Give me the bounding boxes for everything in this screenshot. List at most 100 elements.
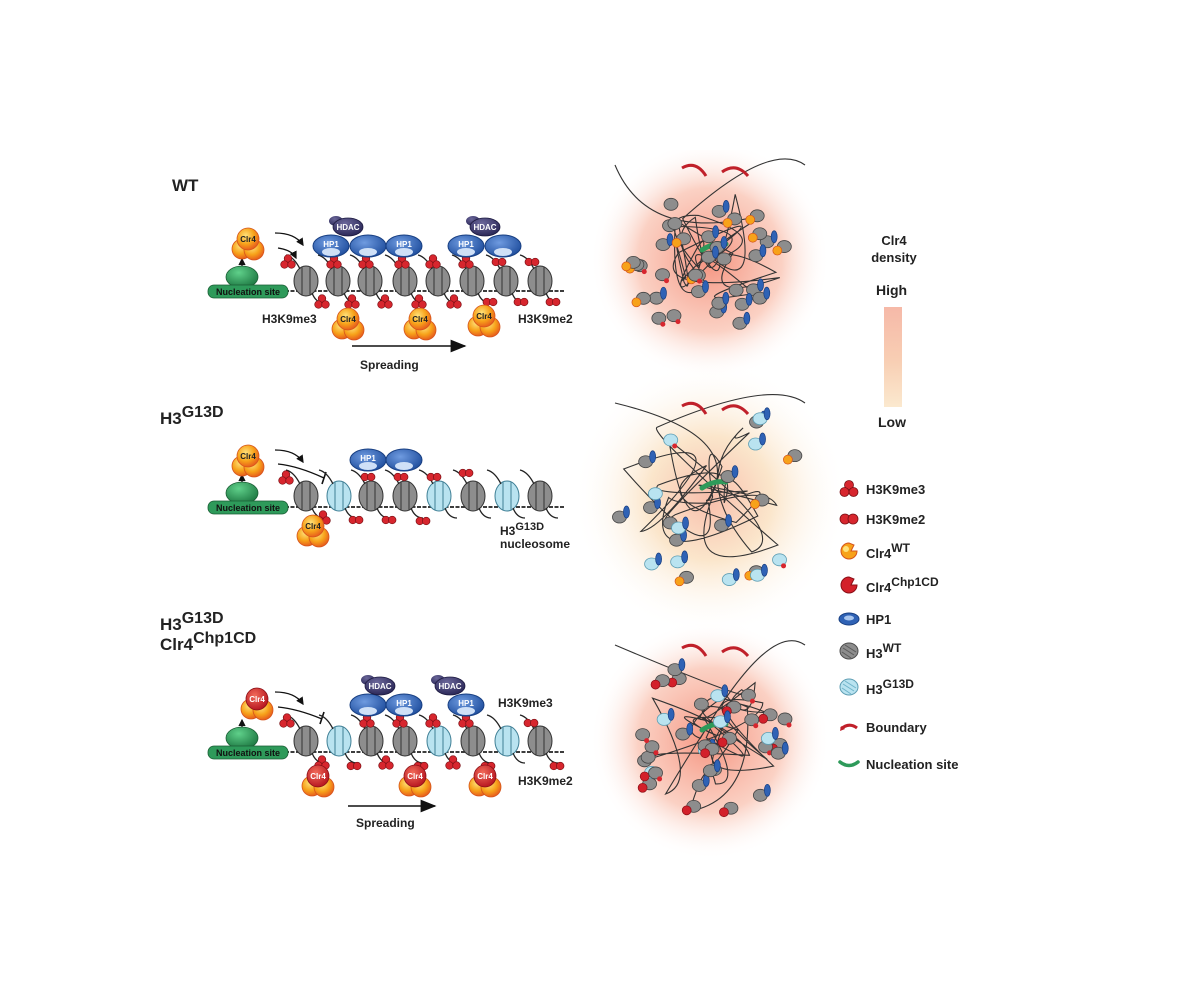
h3-wt-nucleosome [651, 311, 667, 325]
hdac-label: HDAC [438, 682, 461, 691]
hp1 [722, 291, 730, 305]
legend-item-clr4-wt: Clr4WT [838, 540, 910, 562]
h3-wt-nucleosome [688, 268, 703, 282]
h3k9me3-mark [378, 755, 394, 770]
legend-item-hp1: HP1 [838, 608, 891, 630]
hp1 [623, 505, 630, 519]
h3-wt-nucleosome [519, 469, 559, 519]
boundary-icon [840, 723, 858, 731]
h3k9me2-mark [523, 718, 539, 728]
panel-title-chp1cd-line1: H3G13D [160, 610, 224, 634]
nucleation-site: Nucleation site [207, 257, 289, 299]
nucleation-site-label: Nucleation site [216, 748, 280, 758]
h3k9me2-mark [415, 516, 431, 526]
hp1 [349, 693, 387, 717]
hdac: HDAC [329, 216, 364, 237]
h3k9-mark [660, 321, 666, 327]
clr4-wt [783, 454, 793, 465]
density-glow [590, 150, 830, 380]
hp1 [763, 286, 771, 300]
clr4-label: Clr4 [240, 235, 256, 244]
cluster-g13d [580, 360, 840, 636]
clr4-wt: Clr4 [331, 307, 365, 341]
clr4-label: Clr4 [412, 315, 428, 324]
inhibition-bar [319, 711, 325, 725]
hp1 [731, 465, 739, 478]
legend-item-h3-wt: H3WT [838, 640, 901, 662]
nucleation-site: Nucleation site [207, 718, 289, 760]
hp1-label: HP1 [323, 240, 339, 249]
h3k9-mark [672, 443, 678, 449]
h3k9me3-mark [425, 254, 441, 269]
hp1: HP1 [447, 693, 485, 717]
h3k9me3-mark [445, 755, 461, 770]
hp1-label: HP1 [396, 699, 412, 708]
cluster-chp1cd [590, 620, 830, 860]
hp1 [702, 280, 709, 293]
density-title: Clr4 density [871, 233, 917, 265]
legend-text-h3k9me3: H3K9me3 [866, 481, 926, 497]
label-g13d-nucleosome-line2: nucleosome [500, 537, 571, 551]
boundary-mark [721, 166, 750, 178]
nucleation-site-label: Nucleation site [216, 503, 280, 513]
h3-wt-nucleosome [285, 469, 325, 519]
hp1: HP1 [349, 448, 387, 472]
clr4-wt [722, 218, 733, 228]
h3-wt-icon [839, 642, 859, 660]
h3-g13d-nucleosome [772, 553, 787, 567]
hp1 [660, 286, 667, 300]
boundary-mark [721, 404, 750, 416]
clr4-wt [747, 232, 758, 243]
hp1 [764, 783, 771, 797]
h3k9-mark [675, 319, 681, 325]
legend-item-h3-g13d: H3G13D [838, 676, 914, 698]
legend-text-hp1: HP1 [866, 611, 892, 627]
h3k9me2-mark [491, 257, 507, 267]
nucleation-site: Nucleation site [207, 473, 289, 515]
h3-wt-nucleosome [663, 197, 679, 211]
clr4-wt: Clr4 [467, 304, 501, 338]
clr4-label: Clr4 [340, 315, 356, 324]
clr4-label: Clr4 [310, 772, 326, 781]
catalysis-arrow [277, 247, 297, 260]
h3-g13d-nucleosome [486, 469, 526, 519]
h3-wt-nucleosome [644, 740, 660, 754]
hp1 [724, 710, 731, 724]
h3-wt-nucleosome [350, 469, 390, 519]
clr4-wt [631, 297, 642, 308]
hp1 [761, 563, 768, 577]
h3k9me3-mark [446, 294, 462, 309]
hp1 [349, 234, 387, 258]
panel-title-g13d: H3G13D [160, 404, 224, 428]
h3-wt-nucleosome [384, 469, 424, 519]
hp1 [720, 236, 728, 249]
legend-text-h3k9me2: H3K9me2 [866, 511, 926, 527]
clr4-label: Clr4 [407, 772, 423, 781]
inhibition-line [277, 706, 323, 720]
hp1 [772, 727, 779, 740]
h3k9me2-mark [545, 297, 561, 307]
catalysis-arrow [274, 232, 304, 247]
catalysis-arrow [274, 449, 304, 464]
label-g13d-nucleosome-line1: H3G13D [500, 521, 545, 538]
boundary-mark [681, 643, 708, 657]
hp1-label: HP1 [360, 454, 376, 463]
h3-g13d-nucleosome [486, 714, 526, 764]
h3-wt-nucleosome [285, 254, 325, 304]
hp1-label: HP1 [458, 699, 474, 708]
nucleation-site-label: Nucleation site [216, 287, 280, 297]
h3k9-mark [657, 776, 663, 782]
hdac-label: HDAC [473, 223, 496, 232]
clr4-chp1cd [639, 771, 650, 782]
hp1 [681, 550, 688, 564]
clr4-wt: Clr4 [296, 514, 330, 548]
hp1: HP1 [385, 693, 423, 717]
legend-text-nucleation-site: Nucleation site [866, 756, 959, 772]
h3-wt-nucleosome [744, 713, 760, 727]
h3-wt-nucleosome [667, 217, 683, 230]
legend-item-h3k9me2: H3K9me2 [838, 508, 925, 530]
panel-title-wt: WT [172, 176, 199, 195]
